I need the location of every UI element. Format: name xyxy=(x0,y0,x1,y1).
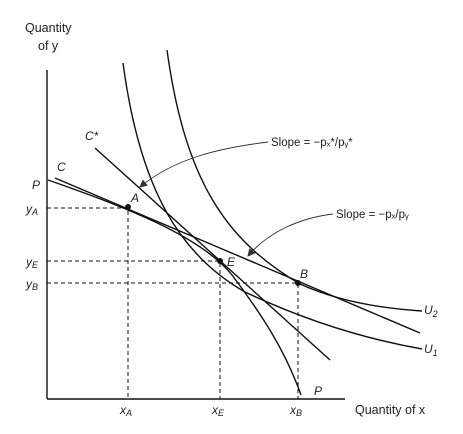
slope-star-arrow xyxy=(139,141,269,188)
point-a-marker xyxy=(125,204,131,210)
x-tick-xe: xE xyxy=(211,403,225,418)
y-axis-title-line2: of y xyxy=(38,39,59,53)
trade-line-c-star xyxy=(94,147,331,361)
ppf-bottom-label: P xyxy=(314,384,322,398)
point-e-marker xyxy=(217,258,223,264)
point-b-marker xyxy=(295,280,301,286)
slope-star-annotation: Slope = −pₓ*/pᵧ* xyxy=(271,137,353,149)
y-tick-ye: yE xyxy=(25,255,39,270)
guide-ya xyxy=(47,207,129,399)
trade-line-c xyxy=(54,177,421,334)
indifference-curve-u1 xyxy=(122,62,423,350)
x-tick-xb: xB xyxy=(289,403,302,418)
u1-label: U1 xyxy=(424,342,438,358)
indifference-curve-u2 xyxy=(166,49,423,312)
point-e-label: E xyxy=(227,255,236,269)
point-a-label: A xyxy=(130,191,139,205)
y-tick-ya: yA xyxy=(25,202,38,217)
x-axis-title: Quantity of x xyxy=(355,403,426,417)
y-axis-title-line1: Quantity xyxy=(25,21,72,35)
x-tick-xa: xA xyxy=(119,403,132,418)
ppf-curve xyxy=(47,179,302,396)
trade-line-c-label: C xyxy=(57,160,66,174)
ppf-top-label: P xyxy=(32,178,40,192)
point-b-label: B xyxy=(300,267,308,281)
guide-ye xyxy=(47,260,221,399)
y-tick-yb: yB xyxy=(25,277,38,292)
trade-line-c-star-label: C* xyxy=(85,129,99,143)
guide-yb xyxy=(47,282,299,399)
slope-annotation: Slope = −pₓ/pᵧ xyxy=(336,209,409,221)
u2-label: U2 xyxy=(424,303,438,319)
slope-arrow xyxy=(247,213,334,257)
